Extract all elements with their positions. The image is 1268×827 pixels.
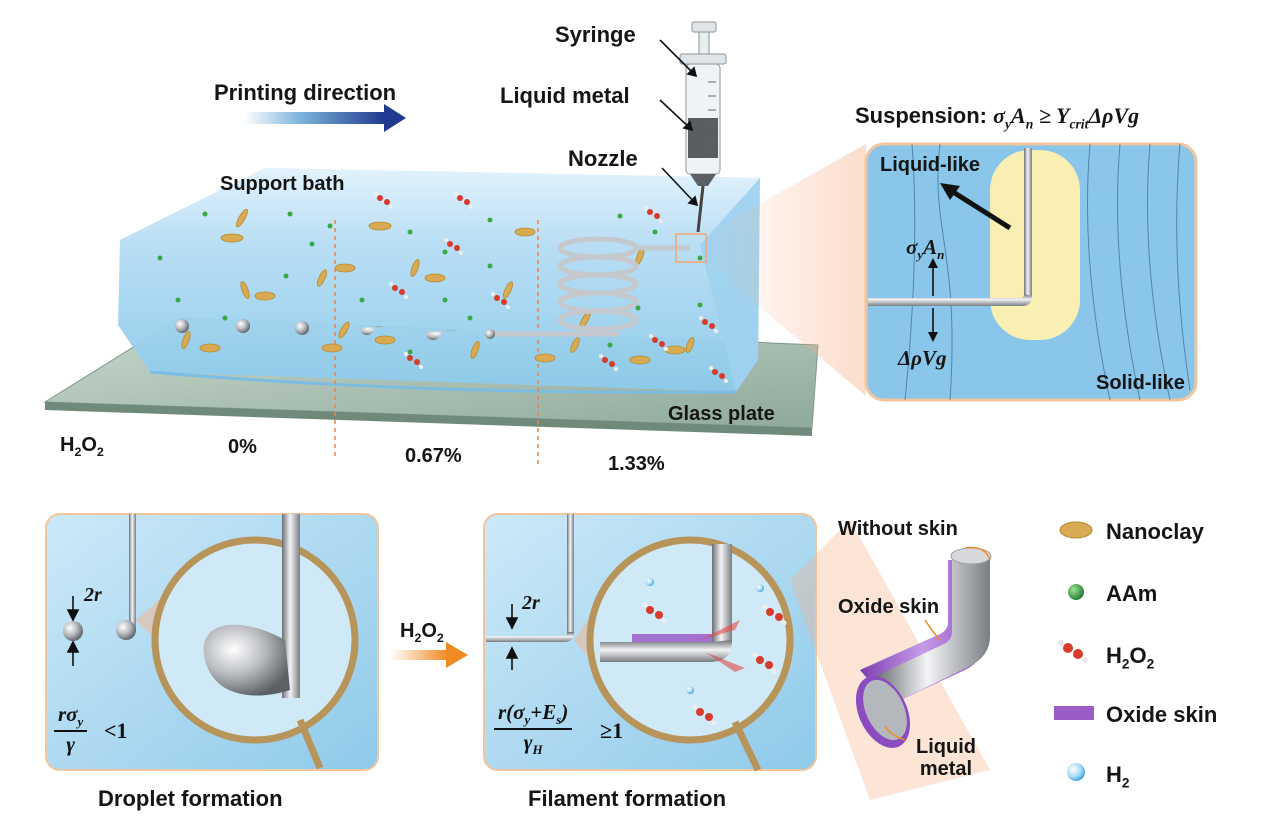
- h2o2-row-label: H2O2: [60, 434, 104, 459]
- droplet-sequence: [175, 319, 457, 340]
- suspension-equation: Suspension: σyAn ≥ YcritΔρVg: [855, 103, 1140, 132]
- yield-force-label: σyAn: [906, 235, 945, 263]
- filament-panel: [483, 513, 817, 772]
- aam-particles: [157, 211, 703, 355]
- filament-criterion-fraction: r(σy+Es) γH: [494, 700, 573, 758]
- glass-plate-label: Glass plate: [668, 403, 775, 425]
- droplet-criterion-relation: <1: [104, 718, 128, 743]
- droplet-panel: [45, 513, 379, 771]
- liquid-metal-label: Liquid metal: [500, 83, 630, 108]
- legend-h2: H2: [1106, 762, 1130, 791]
- coil-filament: [490, 236, 690, 337]
- legend-aam: AAm: [1106, 581, 1158, 606]
- legend-oxide-skin: Oxide skin: [1106, 702, 1218, 727]
- zone-1-label: 0.67%: [405, 445, 462, 467]
- printing-direction-label: Printing direction: [214, 80, 397, 105]
- syringe-label: Syringe: [555, 22, 636, 47]
- nanoclay-particles: [181, 208, 695, 365]
- nozzle-label: Nozzle: [568, 146, 638, 171]
- h2o2-molecules: [374, 192, 728, 383]
- filament-criterion-relation: ≥1: [600, 718, 624, 743]
- suspension-inset: [864, 142, 1198, 402]
- zone-2-label: 1.33%: [608, 453, 665, 475]
- zone-dividers: [334, 220, 539, 465]
- legend-nanoclay: Nanoclay: [1106, 519, 1204, 544]
- filament-radius-label: 2r: [522, 592, 540, 614]
- droplet-criterion-fraction: rσy γ: [54, 702, 88, 757]
- syringe: [679, 21, 727, 233]
- h2o2-arrow: [390, 642, 468, 668]
- legend-icons: [1054, 521, 1094, 781]
- solid-like-label: Solid-like: [1096, 372, 1185, 394]
- h2o2-arrow-label: H2O2: [400, 620, 444, 645]
- droplet-radius-label: 2r: [84, 584, 102, 606]
- pointer-lines: [659, 39, 699, 207]
- legend-h2o2: H2O2: [1106, 643, 1155, 672]
- support-bath-label: Support bath: [220, 173, 345, 195]
- wire-illustration: [855, 546, 992, 748]
- oxide-skin-label: Oxide skin: [838, 596, 940, 618]
- zoom-beam: [675, 144, 866, 396]
- without-skin-label: Without skin: [838, 518, 958, 540]
- zone-0-label: 0%: [228, 436, 257, 458]
- gravity-force-label: ΔρVg: [898, 346, 947, 370]
- droplet-formation-caption: Droplet formation: [98, 786, 283, 811]
- filament-formation-caption: Filament formation: [528, 786, 727, 811]
- printing-direction-arrow: [244, 104, 406, 132]
- filament-end: [485, 329, 495, 339]
- liquid-like-label: Liquid-like: [880, 154, 980, 176]
